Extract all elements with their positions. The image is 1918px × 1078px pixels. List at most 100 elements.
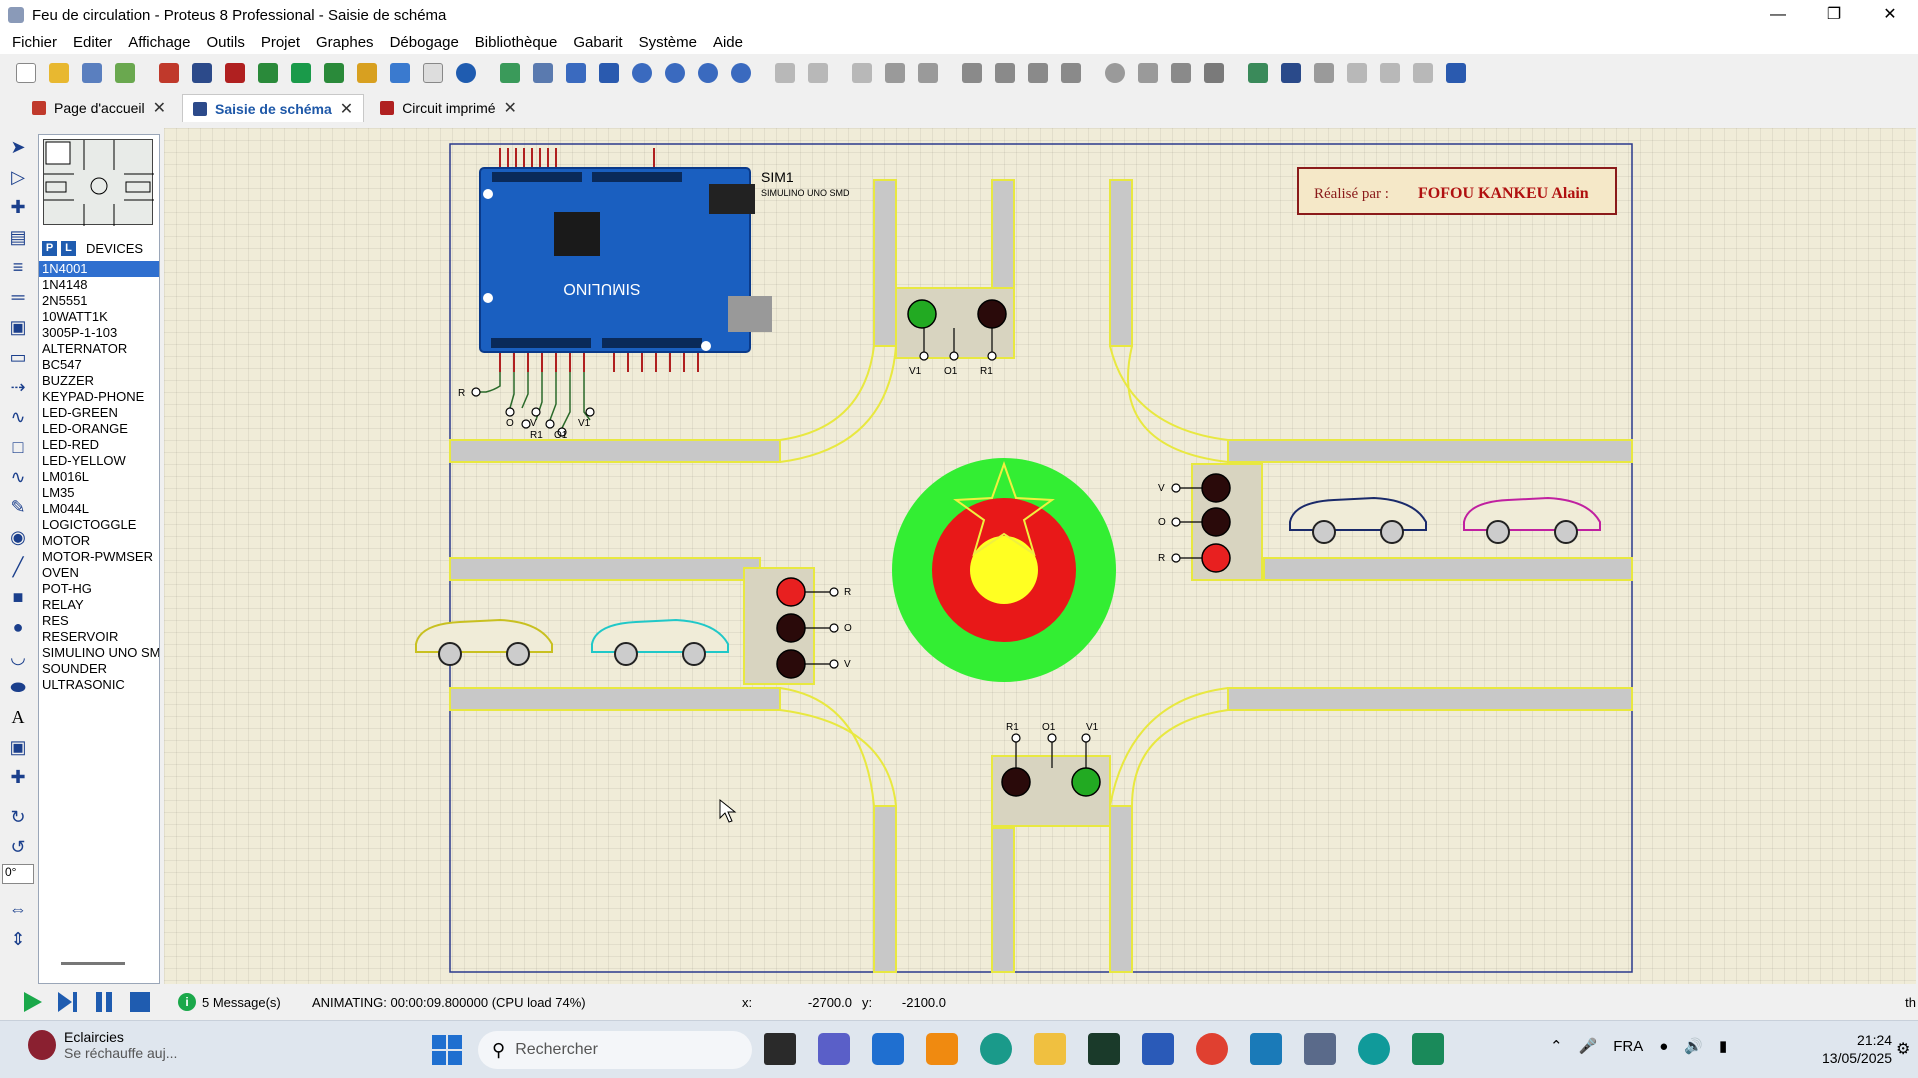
language-indicator[interactable]: FRA: [1613, 1037, 1644, 1055]
device-list-item[interactable]: 1N4001: [39, 261, 159, 277]
decompose-icon[interactable]: [1200, 59, 1228, 87]
buses-icon[interactable]: ═: [11, 286, 25, 307]
device-list-scrollbar[interactable]: [61, 962, 125, 965]
menu-gabarit[interactable]: Gabarit: [573, 33, 623, 51]
cut-icon[interactable]: [848, 59, 876, 87]
device-list-item[interactable]: BUZZER: [42, 373, 94, 388]
device-list-item[interactable]: LED-YELLOW: [42, 453, 126, 468]
microphone-icon[interactable]: 🎤: [1578, 1038, 1598, 1055]
help-icon[interactable]: [452, 59, 480, 87]
rotate-cw-icon[interactable]: ↻: [10, 806, 26, 827]
pause-button[interactable]: [86, 988, 122, 1016]
text-icon[interactable]: A: [11, 706, 25, 727]
block-rotate-icon[interactable]: [1024, 59, 1052, 87]
simulino-board[interactable]: SIMULINO SIM1 SIMULINO UNO SMD: [479, 148, 850, 372]
graph-icon[interactable]: ∿: [10, 406, 26, 427]
property-tool-icon[interactable]: [1310, 59, 1338, 87]
text-script-icon[interactable]: ≡: [12, 256, 24, 277]
close-tab-icon[interactable]: ✕: [503, 100, 517, 117]
search-tag-icon[interactable]: [1277, 59, 1305, 87]
mirror-y-icon[interactable]: ⇕: [10, 928, 26, 949]
traffic-light-east[interactable]: V O R: [1158, 463, 1263, 581]
zoom-all-icon[interactable]: [694, 59, 722, 87]
notes-icon[interactable]: [419, 59, 447, 87]
vlc-icon[interactable]: [926, 1033, 958, 1065]
pick-device-button[interactable]: P: [42, 240, 57, 256]
mirror-x-icon[interactable]: ⇔: [9, 898, 27, 919]
schematic-icon[interactable]: [188, 59, 216, 87]
device-list-item[interactable]: KEYPAD-PHONE: [42, 389, 145, 404]
zoom-area-icon[interactable]: [727, 59, 755, 87]
bom-icon[interactable]: [353, 59, 381, 87]
symbol-icon[interactable]: ▣: [9, 736, 27, 757]
terminals-icon[interactable]: ▭: [9, 346, 27, 367]
device-list-item[interactable]: MOTOR-PWMSER: [42, 549, 153, 564]
save-icon[interactable]: [78, 59, 106, 87]
menu-debogage[interactable]: Débogage: [389, 33, 459, 51]
undo-icon[interactable]: [771, 59, 799, 87]
menu-editer[interactable]: Editer: [73, 33, 113, 51]
device-list-item[interactable]: LM016L: [42, 469, 89, 484]
pcb-icon[interactable]: [221, 59, 249, 87]
block-move-icon[interactable]: [991, 59, 1019, 87]
weather-widget[interactable]: Eclaircies Se réchauffe auj...: [28, 1029, 177, 1061]
show-hidden-icons-icon[interactable]: ⌃: [1550, 1038, 1563, 1055]
edge-icon[interactable]: [980, 1033, 1012, 1065]
step-button[interactable]: [50, 988, 86, 1016]
redo-icon[interactable]: [804, 59, 832, 87]
clock[interactable]: 21:24 13/05/2025: [1822, 1031, 1892, 1067]
source-code-icon[interactable]: [386, 59, 414, 87]
arc-icon[interactable]: ◡: [10, 646, 26, 667]
chrome-icon[interactable]: [1196, 1033, 1228, 1065]
device-list-item[interactable]: ALTERNATOR: [42, 341, 128, 356]
device-list-item[interactable]: LED-ORANGE: [42, 421, 128, 436]
block-delete-icon[interactable]: [1057, 59, 1085, 87]
electrical-rule-check-icon[interactable]: [1442, 59, 1470, 87]
word-icon[interactable]: [1142, 1033, 1174, 1065]
task-view-icon[interactable]: [764, 1033, 796, 1065]
device-list-item[interactable]: LED-RED: [42, 437, 100, 452]
junction-dot-icon[interactable]: ✚: [10, 196, 26, 217]
menu-bibliotheque[interactable]: Bibliothèque: [474, 33, 558, 51]
menu-fichier[interactable]: Fichier: [12, 33, 58, 51]
line-icon[interactable]: ╱: [12, 556, 24, 577]
arduino-icon[interactable]: [1358, 1033, 1390, 1065]
device-list-item[interactable]: OVEN: [42, 565, 79, 580]
device-list-item[interactable]: 1N4148: [42, 277, 88, 292]
virtual-instruments-icon[interactable]: ◉: [10, 526, 26, 547]
device-list-item[interactable]: LOGICTOGGLE: [42, 517, 137, 532]
path-icon[interactable]: ⬬: [10, 676, 26, 697]
device-list-item[interactable]: RESERVOIR: [42, 629, 119, 644]
device-list-item[interactable]: RES: [42, 613, 69, 628]
visual-studio-code-icon[interactable]: [1412, 1033, 1444, 1065]
marker-icon[interactable]: ✚: [10, 766, 26, 787]
new-sheet-icon[interactable]: [1343, 59, 1371, 87]
wifi-icon[interactable]: ●: [1659, 1037, 1669, 1055]
zoom-in-icon[interactable]: [628, 59, 656, 87]
home-icon[interactable]: [155, 59, 183, 87]
menu-aide[interactable]: Aide: [712, 33, 743, 51]
tab-circuit-imprime[interactable]: Circuit imprimé ✕: [370, 94, 527, 122]
menu-projet[interactable]: Projet: [260, 33, 301, 51]
packaging-tool-icon[interactable]: [1167, 59, 1195, 87]
block-copy-icon[interactable]: [958, 59, 986, 87]
menu-outils[interactable]: Outils: [206, 33, 245, 51]
stop-button[interactable]: [122, 988, 158, 1016]
notification-icon[interactable]: ⚙: [1896, 1041, 1911, 1058]
device-list-item[interactable]: POT-HG: [42, 581, 92, 596]
tab-page-accueil[interactable]: Page d'accueil ✕: [22, 94, 176, 122]
traffic-light-west[interactable]: R O V: [743, 567, 852, 685]
device-list-item[interactable]: MOTOR: [42, 533, 91, 548]
proteus-task-icon[interactable]: [1304, 1033, 1336, 1065]
device-list-item[interactable]: BC547: [42, 357, 82, 372]
overview-preview[interactable]: [43, 139, 154, 226]
origin-icon[interactable]: [562, 59, 590, 87]
messages-indicator[interactable]: i 5 Message(s): [178, 993, 302, 1011]
refresh-icon[interactable]: [496, 59, 524, 87]
3d-icon[interactable]: [254, 59, 282, 87]
menu-systeme[interactable]: Système: [638, 33, 697, 51]
selection-mode-icon[interactable]: ➤: [10, 136, 26, 157]
box-icon[interactable]: ■: [12, 586, 24, 607]
file-explorer-icon[interactable]: [1034, 1033, 1066, 1065]
store-icon[interactable]: [872, 1033, 904, 1065]
